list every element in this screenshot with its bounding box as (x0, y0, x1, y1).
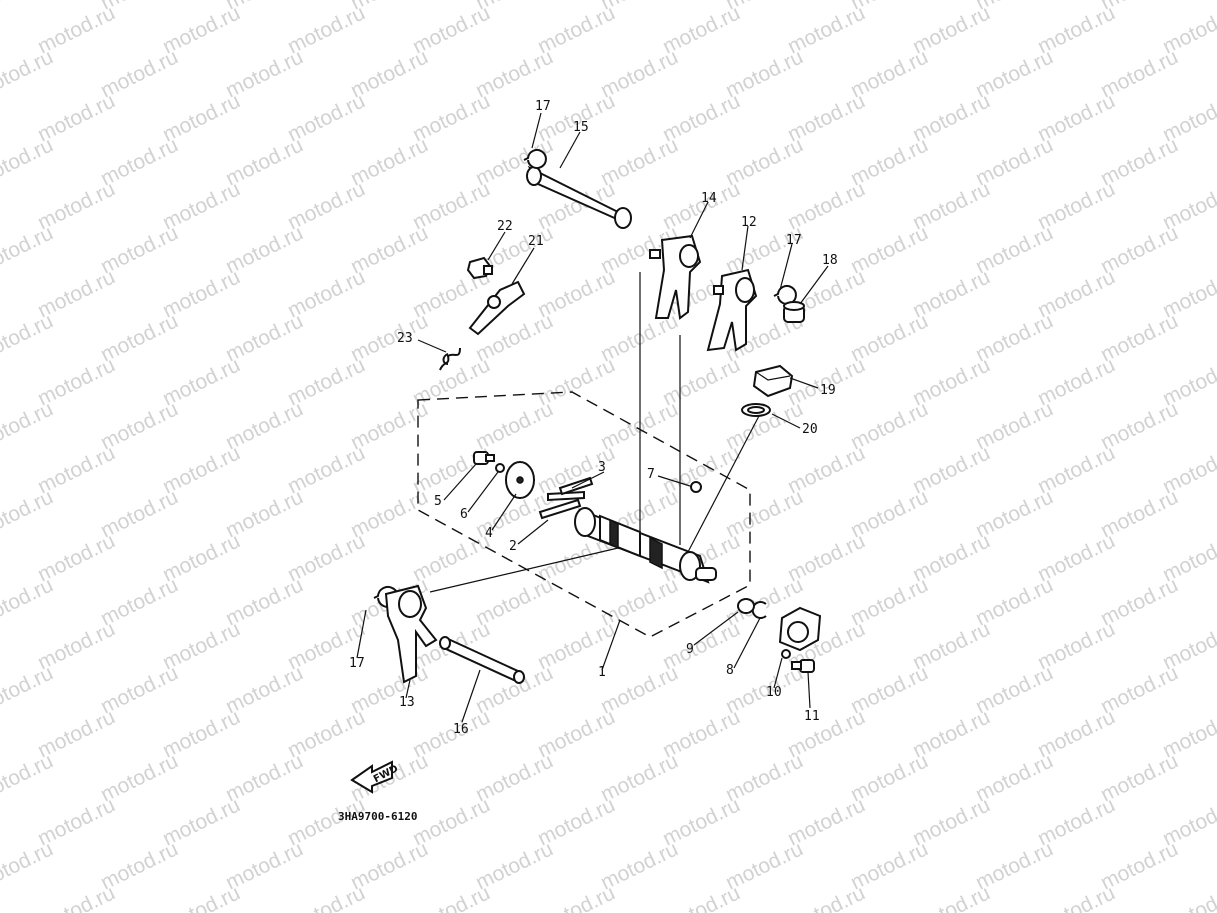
watermark-text: motod.ru (0, 221, 57, 278)
watermark-text: motod.ru (0, 133, 57, 190)
watermark-text: motod.ru (0, 485, 57, 542)
watermark-text: motod.ru (659, 881, 744, 913)
callout-19: 19 (820, 383, 836, 398)
assembly-outline (417, 391, 751, 638)
bolt-19 (752, 364, 794, 398)
callout-11: 11 (804, 709, 820, 724)
watermark-text: motod.ru (0, 661, 57, 718)
callout-2: 2 (509, 539, 517, 554)
circlip-17-top (523, 149, 547, 169)
callout-10: 10 (766, 685, 782, 700)
callout-6: 6 (460, 507, 468, 522)
watermark-text: motod.ru (0, 749, 57, 806)
callout-14: 14 (701, 191, 717, 206)
watermark-text: motod.ru (1159, 881, 1217, 913)
callout-22: 22 (497, 219, 513, 234)
callout-17c: 17 (349, 656, 365, 671)
callout-5: 5 (434, 494, 442, 509)
watermark-text: motod.ru (0, 45, 57, 102)
callout-12: 12 (741, 215, 757, 230)
watermark-text: motod.ru (0, 397, 57, 454)
watermark-text: motod.ru (409, 881, 494, 913)
stopper-lever-21 (468, 280, 526, 336)
callout-18: 18 (822, 253, 838, 268)
callout-13: 13 (399, 695, 415, 710)
callout-7: 7 (647, 467, 655, 482)
watermark-text: motod.ru (34, 881, 119, 913)
callout-23: 23 (397, 331, 413, 346)
screw-5 (473, 451, 495, 465)
torsion-spring-23 (439, 347, 461, 371)
watermark-text: motod.ru (534, 881, 619, 913)
callout-labels: 17 15 14 12 17 18 19 20 21 22 23 5 6 4 2… (349, 99, 838, 737)
watermark-text: motod.ru (284, 881, 369, 913)
shift-drum-1 (574, 507, 717, 584)
callout-1: 1 (598, 665, 606, 680)
callout-17b: 17 (786, 233, 802, 248)
cover-10 (778, 606, 822, 659)
watermark-text: motod.ru (909, 881, 994, 913)
shift-fork-14 (649, 234, 702, 320)
callout-15: 15 (573, 120, 589, 135)
shift-fork-12 (706, 268, 758, 352)
watermark-text: motod.ru (0, 837, 57, 894)
callout-17a: 17 (535, 99, 551, 114)
watermark-text: motod.ru (784, 881, 869, 913)
watermark-text: motod.ru (0, 0, 57, 14)
callout-3: 3 (598, 460, 606, 475)
bolt-22 (466, 256, 493, 280)
callout-4: 4 (485, 526, 493, 541)
callout-leaders (356, 112, 829, 723)
watermark-text: motod.ru (1034, 881, 1119, 913)
callout-21: 21 (528, 234, 544, 249)
pin-7 (690, 481, 702, 493)
watermark-text: motod.ru (159, 881, 244, 913)
watermark-text: motod.ru (0, 309, 57, 366)
plug-18 (783, 301, 805, 323)
shift-pins-2 (538, 490, 585, 520)
washer-6 (495, 463, 505, 473)
diagram-code: 3HA9700-6120 (338, 810, 417, 823)
shift-fork-guide-bar-16 (439, 636, 525, 684)
callout-20: 20 (802, 422, 818, 437)
bolt-11 (791, 659, 815, 673)
segment-4 (505, 461, 535, 499)
callout-8: 8 (726, 663, 734, 678)
shift-fork-13 (384, 584, 438, 684)
shift-fork-guide-bar-15 (526, 165, 632, 229)
callout-9: 9 (686, 642, 694, 657)
reference-lines (429, 272, 761, 671)
callout-16: 16 (453, 722, 469, 737)
washer-9 (737, 598, 755, 614)
watermark-text: motod.ru (0, 573, 57, 630)
